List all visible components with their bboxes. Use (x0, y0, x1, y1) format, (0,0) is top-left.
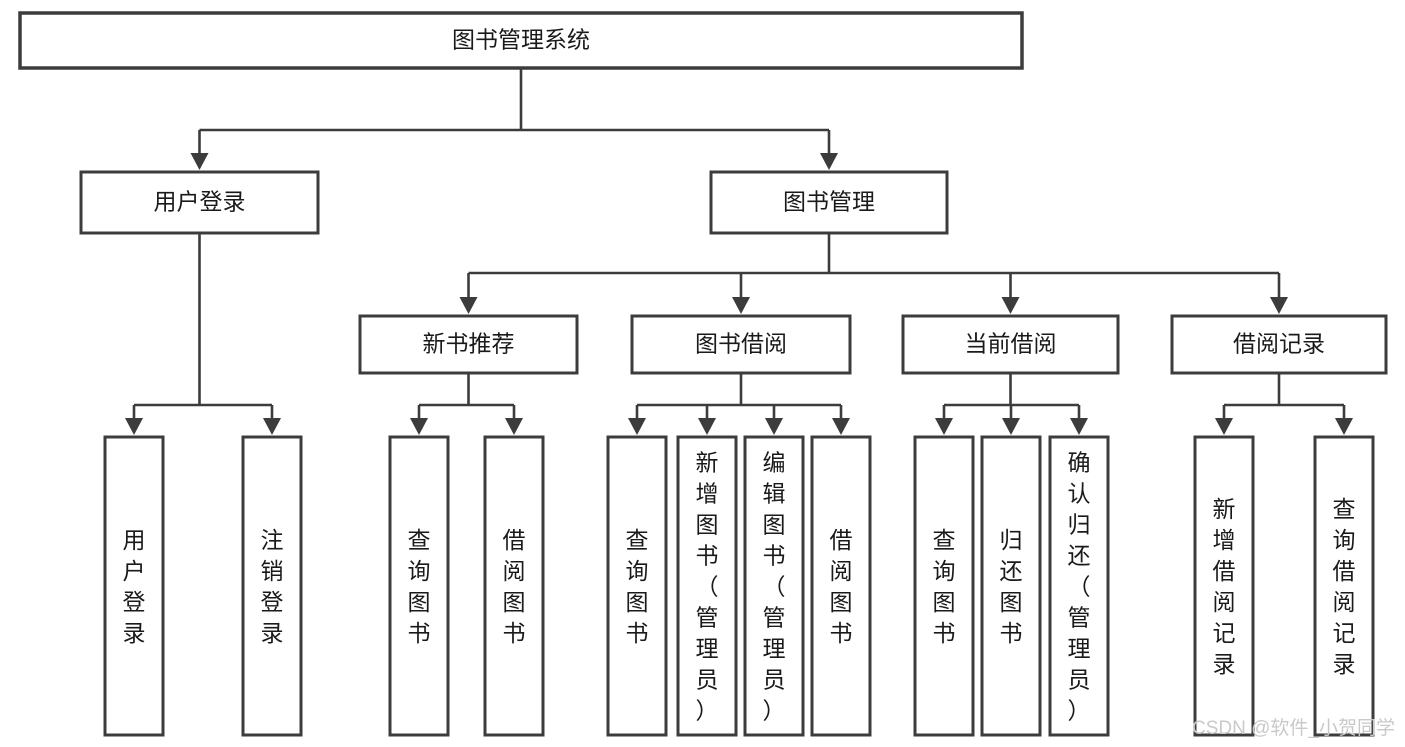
node-leaf-query-borrow-record[interactable]: 查询借阅记录 (1313, 435, 1375, 737)
connector-arrowhead (832, 418, 850, 435)
node-borrow-record-box[interactable] (1170, 314, 1388, 375)
connector-arrowhead (505, 418, 523, 435)
node-leaf-query-borrow-record-label: 查询借阅记录 (1333, 496, 1356, 677)
node-leaf-query-book-rec-label: 查询图书 (408, 527, 431, 646)
node-user-login-label: 用户登录 (154, 189, 246, 215)
connector-arrowhead (263, 418, 281, 435)
connector-arrowhead (628, 418, 646, 435)
node-leaf-return-book-box[interactable] (980, 435, 1042, 737)
node-leaf-borrow-book-label: 借阅图书 (830, 527, 853, 646)
node-leaf-query-book-rec-box[interactable] (388, 435, 450, 737)
node-user-login[interactable]: 用户登录 (79, 170, 320, 235)
node-new-book-recommend[interactable]: 新书推荐 (358, 314, 579, 375)
node-leaf-add-book-admin-label: 新增图书（管理员） (696, 450, 719, 724)
node-leaf-logout-login-label: 注销登录 (261, 527, 284, 646)
node-layer: 图书管理系统用户登录图书管理新书推荐图书借阅当前借阅借阅记录用户登录注销登录查询… (18, 11, 1388, 737)
node-leaf-borrow-book-rec-label: 借阅图书 (503, 527, 526, 646)
connector-arrowhead (1070, 418, 1088, 435)
node-borrow-record-label: 借阅记录 (1233, 331, 1325, 357)
node-leaf-return-book-label: 归还图书 (1000, 527, 1023, 646)
node-leaf-borrow-book[interactable]: 借阅图书 (810, 435, 872, 737)
node-system-title[interactable]: 图书管理系统 (18, 11, 1024, 70)
connector-arrowhead (1335, 418, 1353, 435)
node-leaf-query-book-borrow-box[interactable] (606, 435, 668, 737)
node-current-borrow[interactable]: 当前借阅 (901, 314, 1120, 375)
node-user-login-box[interactable] (79, 170, 320, 235)
node-leaf-confirm-return-admin[interactable]: 确认归还（管理员） (1048, 435, 1110, 737)
connector-arrowhead (1002, 418, 1020, 435)
node-system-title-box[interactable] (18, 11, 1024, 70)
connector-arrowhead (1001, 297, 1020, 314)
node-book-borrow-box[interactable] (630, 314, 852, 375)
node-leaf-edit-book-admin-box[interactable] (743, 435, 805, 737)
node-book-borrow-label: 图书借阅 (695, 331, 787, 357)
connector-arrowhead (698, 418, 716, 435)
connector-arrowhead (1270, 297, 1288, 314)
node-leaf-query-book-current[interactable]: 查询图书 (913, 435, 975, 737)
node-leaf-logout-login-box[interactable] (241, 435, 303, 737)
node-leaf-query-book-current-box[interactable] (913, 435, 975, 737)
node-leaf-query-book-borrow[interactable]: 查询图书 (606, 435, 668, 737)
node-new-book-recommend-box[interactable] (358, 314, 579, 375)
node-book-manage-box[interactable] (709, 170, 949, 235)
node-leaf-query-book-rec[interactable]: 查询图书 (388, 435, 450, 737)
connector-arrowhead (410, 418, 428, 435)
connector-arrowhead (765, 418, 783, 435)
node-leaf-add-borrow-record-box[interactable] (1193, 435, 1255, 737)
node-leaf-confirm-return-admin-box[interactable] (1048, 435, 1110, 737)
node-leaf-borrow-book-box[interactable] (810, 435, 872, 737)
node-leaf-query-borrow-record-box[interactable] (1313, 435, 1375, 737)
node-leaf-user-login-label: 用户登录 (123, 527, 146, 646)
node-leaf-edit-book-admin[interactable]: 编辑图书（管理员） (743, 435, 805, 737)
node-borrow-record[interactable]: 借阅记录 (1170, 314, 1388, 375)
connector-arrowhead (125, 418, 143, 435)
node-leaf-query-book-borrow-label: 查询图书 (626, 527, 649, 646)
node-system-title-label: 图书管理系统 (452, 27, 590, 53)
node-leaf-edit-book-admin-label: 编辑图书（管理员） (763, 450, 786, 724)
node-book-manage-label: 图书管理 (783, 189, 875, 215)
node-book-manage[interactable]: 图书管理 (709, 170, 949, 235)
node-book-borrow[interactable]: 图书借阅 (630, 314, 852, 375)
node-leaf-query-book-current-label: 查询图书 (933, 527, 956, 646)
csdn-watermark: CSDN @软件_小贺同学 (1192, 717, 1395, 739)
connector-arrowhead (935, 418, 953, 435)
node-leaf-logout-login[interactable]: 注销登录 (241, 435, 303, 737)
node-leaf-return-book[interactable]: 归还图书 (980, 435, 1042, 737)
node-leaf-borrow-book-rec[interactable]: 借阅图书 (483, 435, 545, 737)
connector-arrowhead (732, 297, 750, 314)
node-leaf-add-book-admin[interactable]: 新增图书（管理员） (676, 435, 738, 737)
connector-arrowhead (190, 153, 209, 170)
node-leaf-confirm-return-admin-label: 确认归还（管理员） (1068, 450, 1091, 724)
node-leaf-user-login[interactable]: 用户登录 (103, 435, 165, 737)
node-leaf-add-book-admin-box[interactable] (676, 435, 738, 737)
connector-arrowhead (459, 297, 478, 314)
connector-arrowhead (1215, 418, 1233, 435)
connector-layer (125, 68, 1353, 435)
node-leaf-add-borrow-record[interactable]: 新增借阅记录 (1193, 435, 1255, 737)
node-leaf-borrow-book-rec-box[interactable] (483, 435, 545, 737)
node-current-borrow-box[interactable] (901, 314, 1120, 375)
node-leaf-user-login-box[interactable] (103, 435, 165, 737)
node-current-borrow-label: 当前借阅 (965, 331, 1057, 357)
node-leaf-add-borrow-record-label: 新增借阅记录 (1213, 496, 1236, 677)
node-new-book-recommend-label: 新书推荐 (423, 331, 515, 357)
connector-arrowhead (820, 153, 838, 170)
